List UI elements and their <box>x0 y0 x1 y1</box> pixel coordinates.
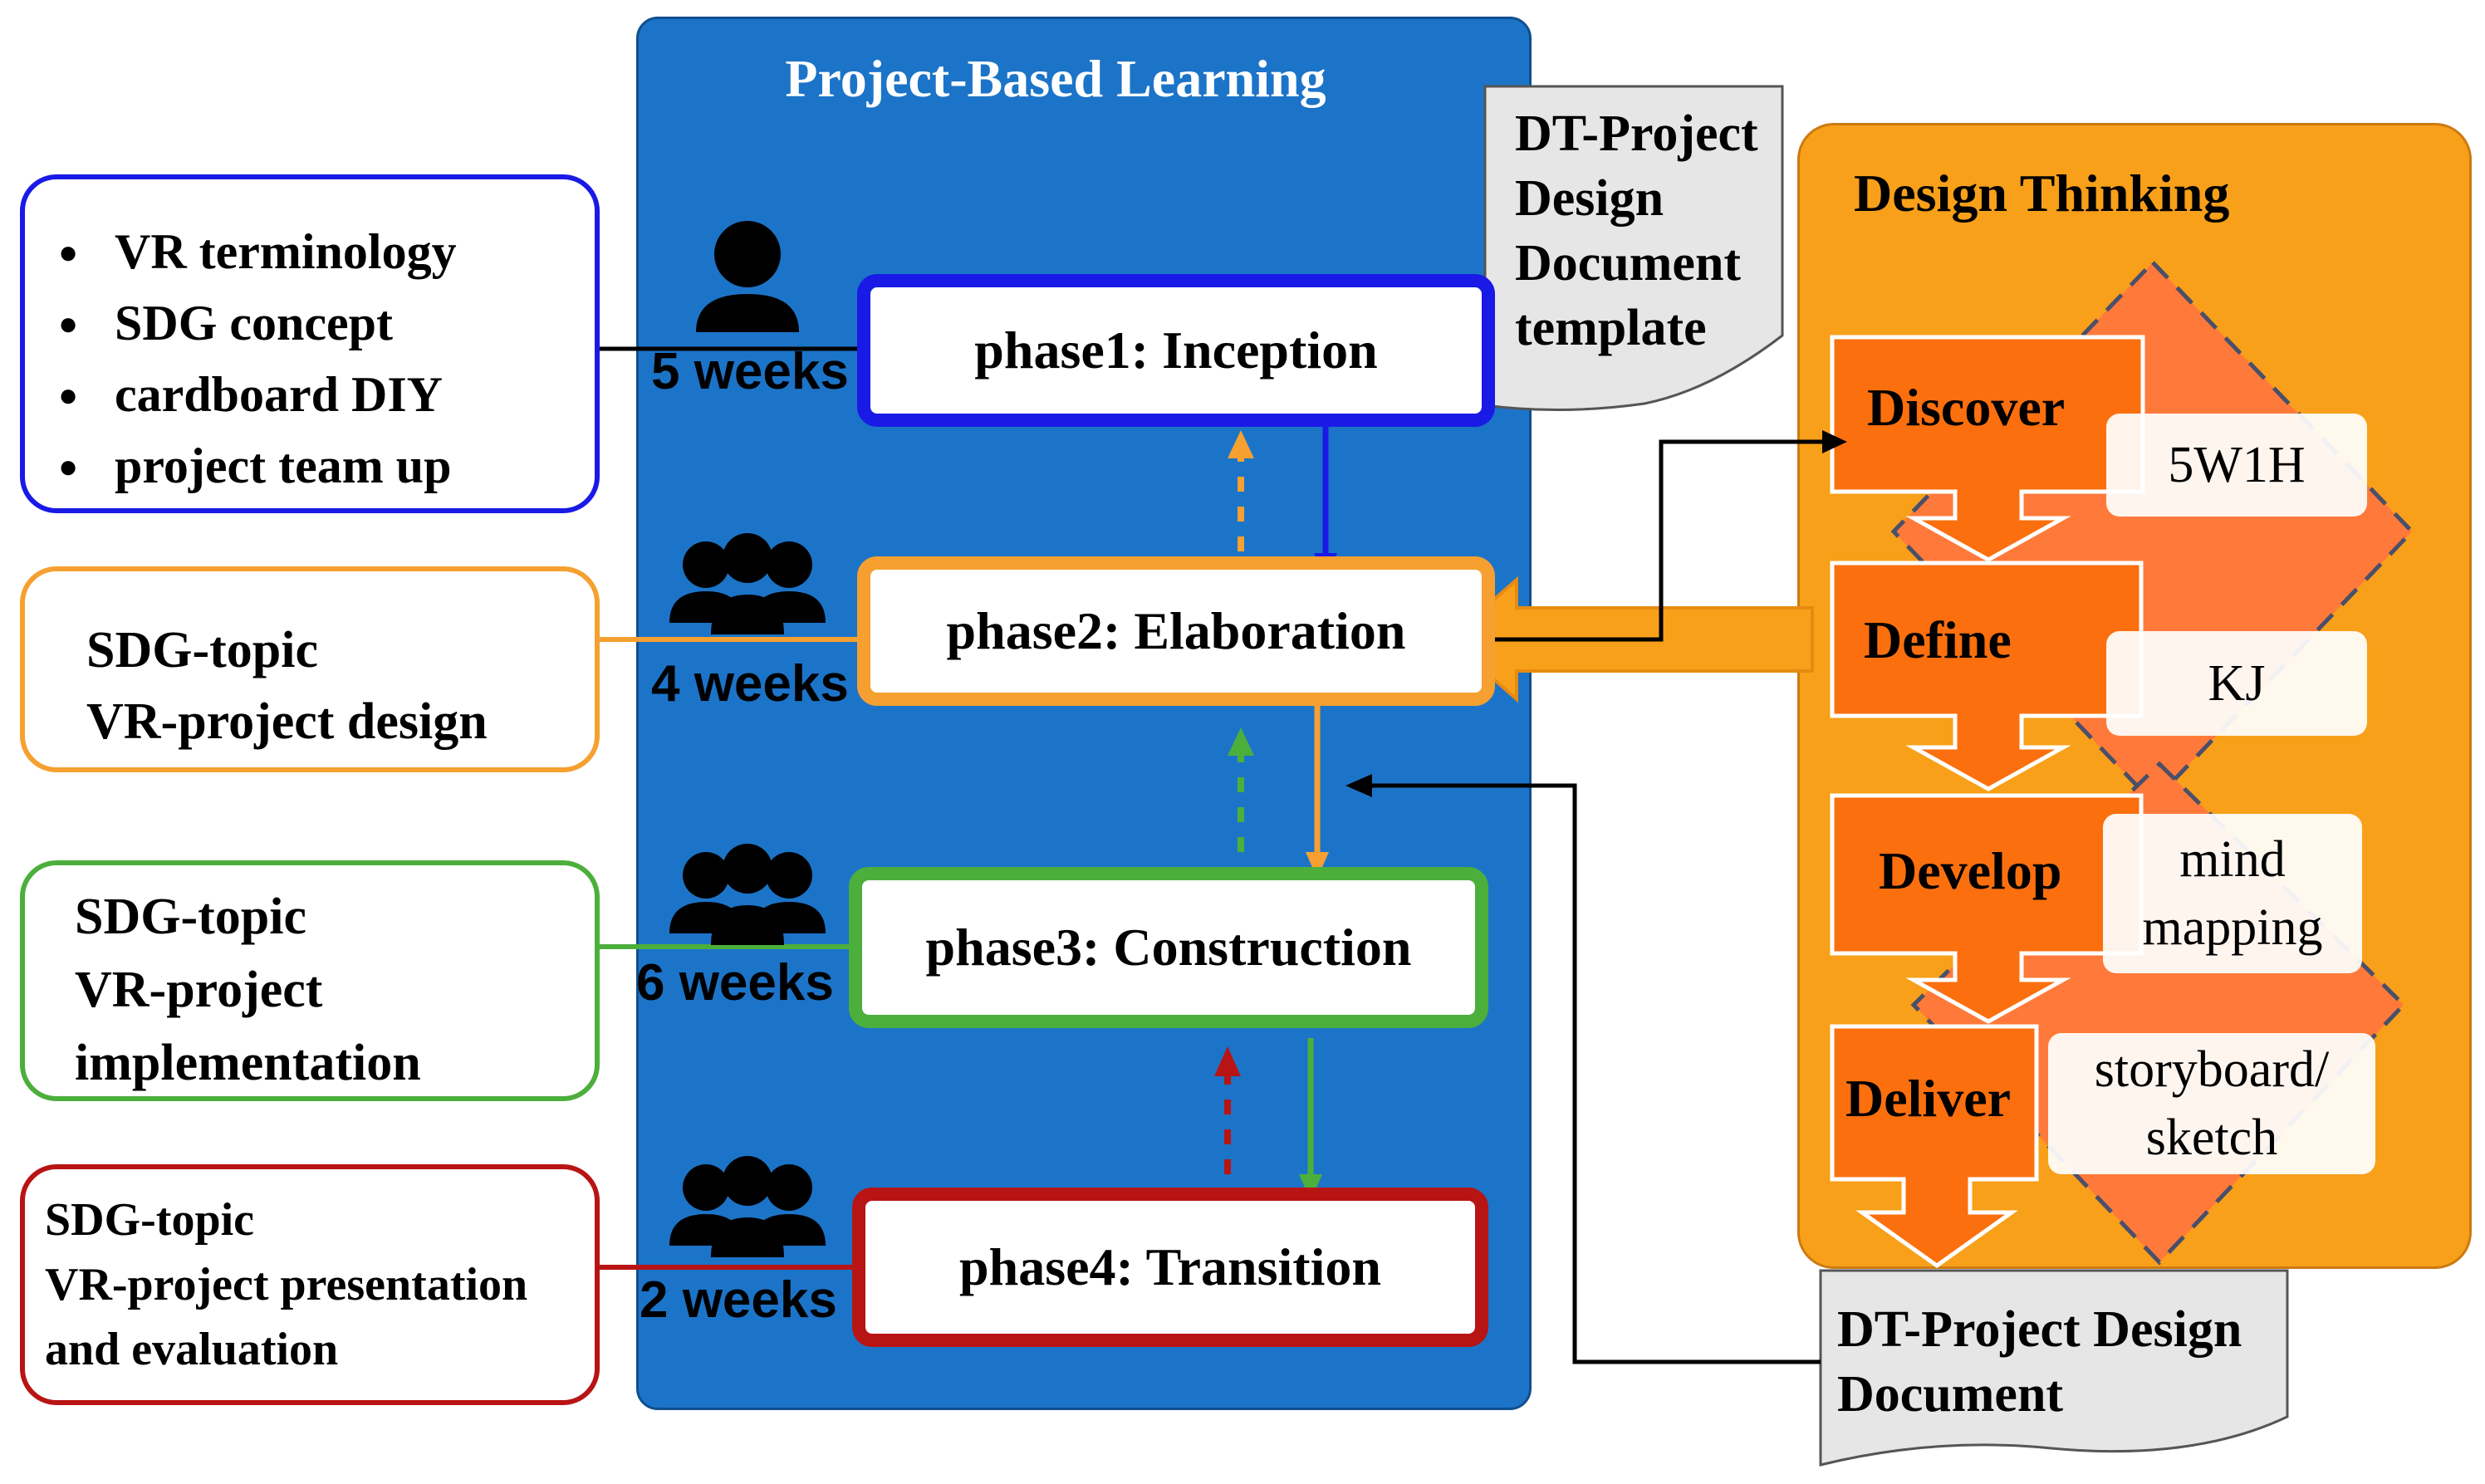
dt-title: Design Thinking <box>1854 164 2230 223</box>
list-item: cardboard DIY <box>58 359 595 430</box>
phase4-duration: 2 weeks <box>640 1271 837 1329</box>
list-item: VR terminology <box>58 216 595 287</box>
stage-discover-label: Discover <box>1867 378 2066 437</box>
stage-develop-label: Develop <box>1879 841 2062 900</box>
inception-topics-box: VR terminology SDG concept cardboard DIY… <box>20 174 600 513</box>
tool-line: mind <box>2179 831 2286 888</box>
construction-topics-box: SDG-topic VR-project implementation <box>20 860 600 1101</box>
single-person-icon <box>696 221 799 332</box>
stage-define-shape <box>1830 561 2144 791</box>
group-icon <box>669 1156 826 1257</box>
template-doc-text: DT-Project Design Document template <box>1515 101 1758 360</box>
phase3-duration: 6 weeks <box>636 954 834 1011</box>
list-item: project team up <box>58 430 595 502</box>
tool-kj: KJ <box>2106 631 2367 736</box>
list-item: SDG concept <box>58 287 595 359</box>
phase3-construction: phase3: Construction <box>849 867 1488 1028</box>
phase1-duration: 5 weeks <box>651 343 849 400</box>
doc-line: DT-Project <box>1515 105 1758 162</box>
tool-line: mapping <box>2142 899 2323 956</box>
doc-line: Document <box>1515 235 1742 291</box>
box-line: VR-project <box>75 962 323 1018</box>
group-icon <box>669 844 826 945</box>
tool-storyboard-sketch: storyboard/ sketch <box>2048 1033 2375 1174</box>
box-line: implementation <box>75 1035 421 1091</box>
phase4-transition: phase4: Transition <box>852 1188 1488 1347</box>
box-line: VR-project design <box>86 693 488 750</box>
box-line: SDG-topic <box>75 889 306 945</box>
output-doc-text: DT-Project Design Document <box>1837 1297 2242 1427</box>
box-line: and evaluation <box>45 1324 339 1375</box>
phase1-inception: phase1: Inception <box>857 274 1495 427</box>
output-doc-shape <box>1819 1269 2289 1467</box>
elaboration-topics-box: SDG-topic VR-project design <box>20 566 600 772</box>
stage-deliver-shape <box>1830 1024 2039 1269</box>
group-icon <box>669 533 826 634</box>
doc-line: Document <box>1837 1366 2064 1423</box>
stage-deliver-label: Deliver <box>1845 1069 2011 1128</box>
phase2-duration: 4 weeks <box>651 655 849 713</box>
phase2-elaboration: phase2: Elaboration <box>857 556 1495 706</box>
tool-5w1h: 5W1H <box>2106 414 2367 517</box>
box-line: SDG-topic <box>86 622 318 678</box>
template-doc-shape <box>1483 85 1784 412</box>
doc-line: DT-Project Design <box>1837 1301 2242 1358</box>
doc-line: template <box>1515 300 1707 356</box>
pbl-title: Project-Based Learning <box>785 49 1326 108</box>
transition-topics-box: SDG-topic VR-project presentation and ev… <box>20 1164 600 1405</box>
box-line: VR-project presentation <box>45 1259 528 1310</box>
tool-mind-mapping: mind mapping <box>2103 814 2362 973</box>
box-line: SDG-topic <box>45 1194 254 1246</box>
doc-line: Design <box>1515 170 1664 227</box>
tool-line: sketch <box>2145 1109 2278 1166</box>
stage-define-label: Define <box>1864 610 2012 669</box>
tool-line: storyboard/ <box>2094 1041 2330 1098</box>
